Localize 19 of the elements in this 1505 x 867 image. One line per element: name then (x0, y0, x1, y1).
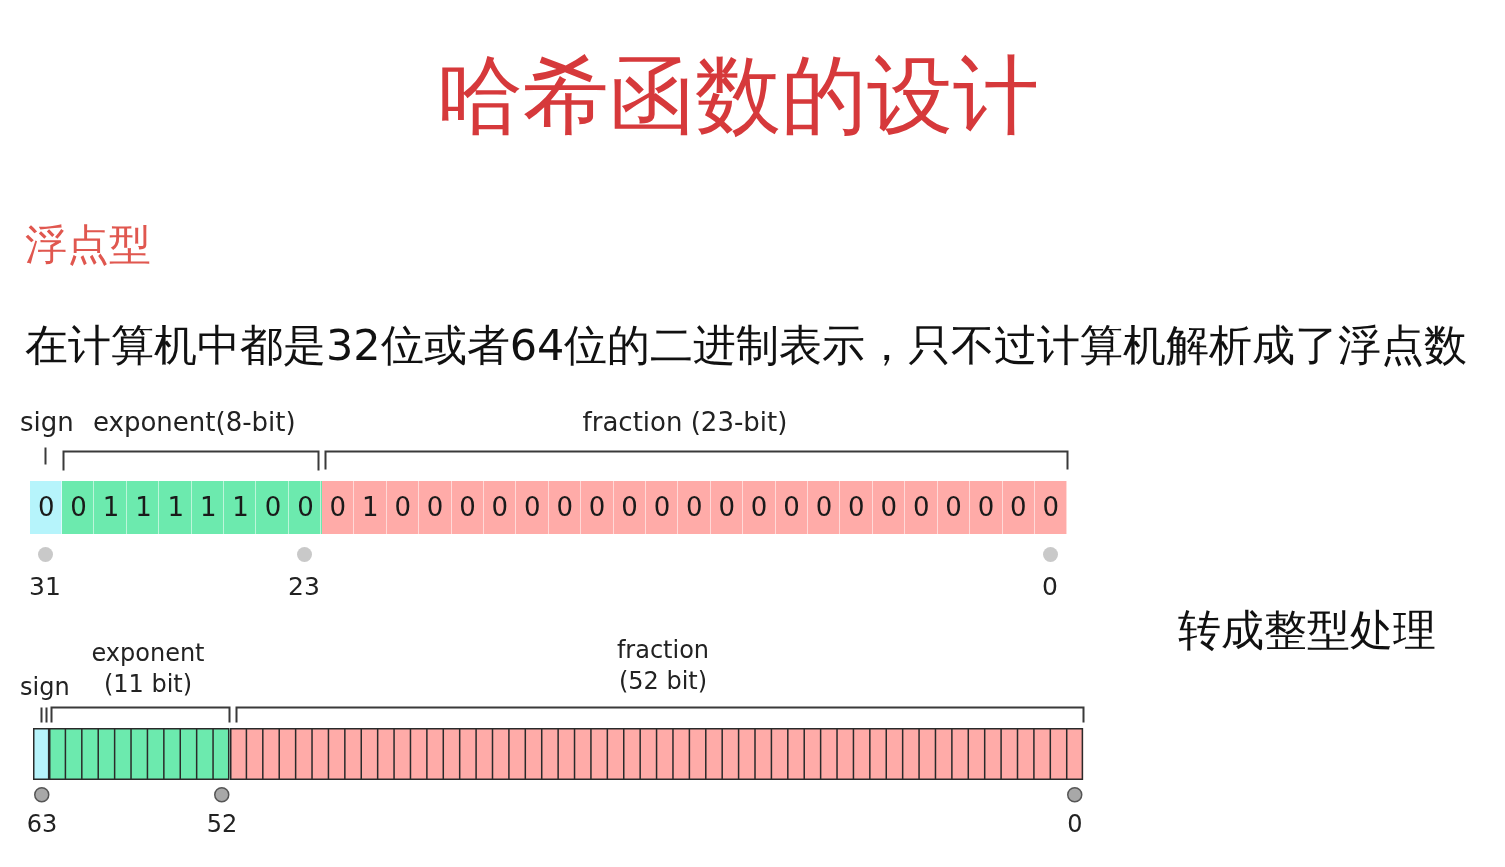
title: 哈希函数的设计 (437, 44, 1039, 147)
bit-index: 0 (1042, 572, 1058, 602)
field-label: exponent(8-bit) (93, 407, 296, 437)
field-label: sign (20, 407, 74, 437)
bit-index: 31 (29, 572, 61, 602)
bit-index: 52 (206, 809, 238, 839)
note-text: 转成整型处理 (1178, 604, 1436, 657)
bit-index: 63 (26, 809, 58, 839)
bit-cells: 0 1 0 0 0 0 0 0 0 0 0 0 0 0 0 0 0 0 0 0 0 0 0 (321, 481, 1067, 534)
field-label: fraction (52 bit) (615, 635, 711, 697)
field-label: fraction (23-bit) (582, 407, 788, 437)
bit-cells: 0 1 1 1 1 1 0 0 (62, 481, 322, 534)
description-text: 在计算机中都是32位或者64位的二进制表示，只不过计算机解析成了浮点数 (25, 319, 1468, 372)
field-label: exponent (11 bit) (90, 638, 206, 700)
bit-index: 0 (1067, 809, 1083, 839)
bit-cells: 0 (30, 481, 63, 534)
bit-index: 23 (288, 572, 320, 602)
field-label: sign (20, 672, 70, 702)
subheading: 浮点型 (25, 219, 151, 271)
